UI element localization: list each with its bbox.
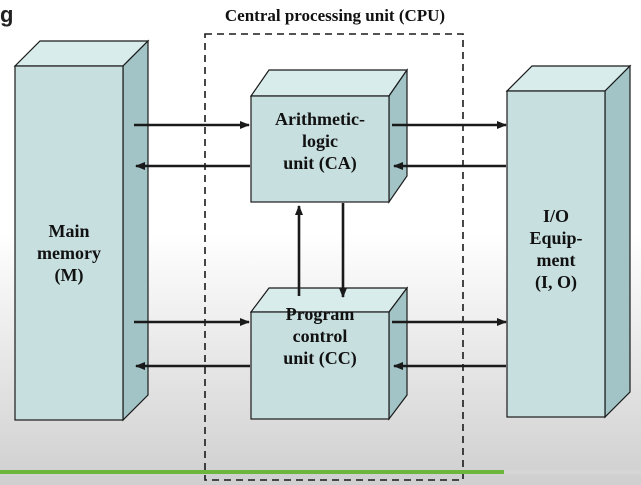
io-label-line: I/O: [542, 206, 569, 226]
video-progress-fill: [0, 470, 504, 474]
cpu-title: Central processing unit (CPU): [224, 6, 446, 25]
pcu-side: [388, 286, 408, 421]
main-memory-label: Main memory (M): [15, 220, 123, 286]
main-memory-side: [122, 39, 149, 422]
alu-label-line: Arithmetic-: [275, 109, 365, 129]
program-control-label: Program control unit (CC): [251, 303, 389, 369]
program-control-block: [249, 286, 409, 421]
io-equipment-side: [604, 64, 631, 419]
alu-top: [249, 69, 409, 97]
alu-block: [249, 68, 409, 204]
alu-label-line: unit (CA): [283, 153, 357, 173]
alu-front: [250, 95, 390, 203]
pcu-label-line: Program: [285, 304, 355, 324]
io-equipment-block: [505, 64, 632, 419]
alu-label-line: logic: [302, 131, 338, 151]
memory-label-line: memory: [37, 243, 101, 263]
video-progress-bar[interactable]: [0, 470, 641, 474]
memory-label-line: (M): [54, 265, 84, 285]
cpu-boundary: [204, 33, 464, 481]
io-label-line: Equip-: [529, 228, 583, 248]
io-label-line: ment: [536, 250, 576, 270]
cropped-heading-glyph: g: [0, 2, 14, 27]
io-label-line: (I, O): [535, 272, 577, 292]
pcu-front: [250, 311, 390, 420]
main-memory-front: [14, 65, 124, 421]
alu-label: Arithmetic- logic unit (CA): [251, 108, 389, 174]
pcu-label-line: unit (CC): [283, 348, 357, 368]
memory-label-line: Main: [48, 221, 90, 241]
pcu-label-line: control: [292, 326, 348, 346]
io-equipment-label: I/O Equip- ment (I, O): [507, 205, 605, 293]
io-equipment-front: [506, 90, 606, 418]
main-memory-block: [13, 39, 150, 422]
